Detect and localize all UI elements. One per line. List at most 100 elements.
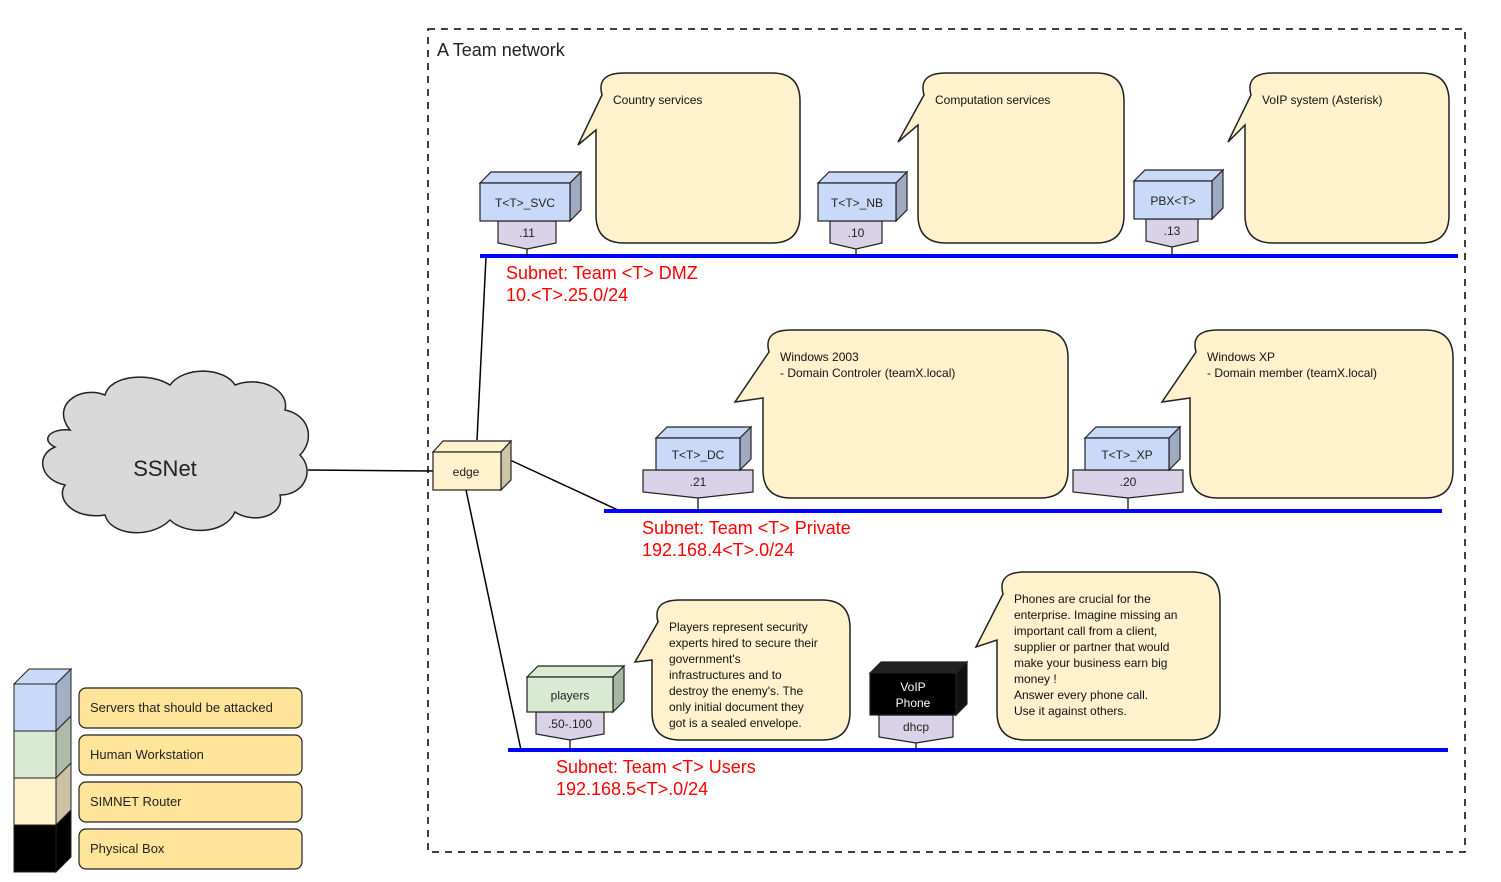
callout-text: money ! bbox=[1014, 672, 1057, 686]
legend-item: SIMNET Router bbox=[13, 761, 303, 827]
legend-label-box bbox=[78, 687, 303, 729]
ssnet-cloud[interactable]: SSNet bbox=[41, 370, 310, 534]
callout-text: destroy the enemy's. The bbox=[669, 684, 803, 698]
host-box-front bbox=[1084, 437, 1170, 471]
subnet-private-name: Subnet: Team <T> Private bbox=[642, 518, 851, 538]
callout: Players represent security experts hired … bbox=[633, 599, 851, 741]
cloud-icon bbox=[41, 370, 310, 534]
host-node[interactable]: .21 T<T>_DC bbox=[642, 425, 754, 511]
callout-text: Players represent security bbox=[669, 620, 808, 634]
callout-text: Computation services bbox=[935, 93, 1050, 107]
subnet-dmz-cidr: 10.<T>.25.0/24 bbox=[506, 285, 628, 305]
callout-text: Use it against others. bbox=[1014, 704, 1127, 718]
host-ip: .21 bbox=[690, 475, 707, 489]
callout-text: supplier or partner that would bbox=[1014, 640, 1169, 654]
host-box-front bbox=[1133, 180, 1213, 220]
callout-bubble bbox=[974, 571, 1221, 741]
host-box-top bbox=[816, 171, 909, 184]
host-box-top bbox=[654, 426, 753, 439]
callout-text: enterprise. Imagine missing an bbox=[1014, 608, 1177, 622]
legend-label: Physical Box bbox=[90, 841, 165, 856]
host-box-top bbox=[478, 171, 583, 184]
legend-label: Servers that should be attacked bbox=[90, 700, 273, 715]
callout-text: Country services bbox=[613, 93, 702, 107]
callout-bubble bbox=[1227, 72, 1450, 244]
callout-text: - Domain member (teamX.local) bbox=[1207, 366, 1377, 380]
router-top bbox=[431, 440, 513, 453]
host-name: Phone bbox=[896, 696, 931, 710]
host-box-front bbox=[869, 672, 957, 716]
legend-label-box bbox=[78, 781, 303, 823]
host-ip: .11 bbox=[519, 226, 535, 240]
host-box-front bbox=[479, 182, 571, 222]
host-ip: .20 bbox=[1120, 475, 1137, 489]
host-ip: dhcp bbox=[903, 720, 929, 734]
host-name: PBX<T> bbox=[1150, 194, 1195, 208]
link-edge-users bbox=[465, 489, 522, 751]
callout-text: government's bbox=[669, 652, 741, 666]
host-box-top bbox=[1083, 426, 1182, 439]
host-box-top bbox=[1132, 169, 1225, 182]
callout-text: got is a sealed envelope. bbox=[669, 716, 802, 730]
host-box-front bbox=[817, 182, 897, 222]
host-node[interactable]: .50-.100 players bbox=[525, 664, 626, 750]
callout-text: Answer every phone call. bbox=[1014, 688, 1148, 702]
callout-text: - Domain Controler (teamX.local) bbox=[780, 366, 955, 380]
host-node[interactable]: .13 PBX<T> bbox=[1132, 168, 1225, 256]
host-ip: .10 bbox=[848, 226, 865, 240]
subnet-users-cidr: 192.168.5<T>.0/24 bbox=[556, 779, 708, 799]
team-network-title: A Team network bbox=[437, 40, 566, 60]
link-cloud-edge bbox=[307, 469, 434, 472]
host-node[interactable]: .10T<T>_NB bbox=[816, 170, 909, 256]
host-box-top bbox=[868, 661, 969, 674]
legend-label: SIMNET Router bbox=[90, 794, 182, 809]
host-box-front bbox=[526, 676, 614, 713]
callout-text: important call from a client, bbox=[1014, 624, 1157, 638]
callout-text: VoIP system (Asterisk) bbox=[1262, 93, 1382, 107]
subnet-users-name: Subnet: Team <T> Users bbox=[556, 757, 756, 777]
subnet-private-cidr: 192.168.4<T>.0/24 bbox=[642, 540, 794, 560]
link-edge-private bbox=[509, 459, 621, 512]
callout-text: only initial document they bbox=[669, 700, 804, 714]
legend-label: Human Workstation bbox=[90, 747, 204, 762]
host-node[interactable]: .11T<T>_SVC bbox=[478, 170, 583, 256]
host-name: players bbox=[551, 689, 590, 703]
callout-bubble bbox=[633, 599, 851, 741]
legend-item: Servers that should be attacked bbox=[12, 667, 303, 733]
callout-text: experts hired to secure their bbox=[669, 636, 818, 650]
callout: Phones are crucial for the enterprise. Im… bbox=[974, 571, 1221, 741]
legend-swatch bbox=[13, 777, 57, 826]
callout-bubble bbox=[733, 329, 1069, 499]
host-name: T<T>_DC bbox=[672, 448, 725, 462]
callout: Windows 2003 - Domain Controler (teamX.lo… bbox=[733, 329, 1069, 499]
callout-bubble bbox=[1160, 329, 1454, 499]
callout-bubble bbox=[577, 72, 801, 244]
legend-swatch bbox=[13, 824, 57, 873]
host-node[interactable]: .20 T<T>_XP bbox=[1072, 425, 1184, 511]
edge-router[interactable]: edge bbox=[431, 439, 513, 492]
host-box-top bbox=[525, 665, 626, 678]
host-name: T<T>_XP bbox=[1101, 448, 1152, 462]
legend-label-box bbox=[78, 734, 303, 776]
host-ip: .13 bbox=[1164, 224, 1181, 238]
hosts-layer: .11T<T>_SVC .10T<T>_NB .13 PBX<T> .21 T<T>_DC… bbox=[478, 168, 1225, 750]
host-name: VoIP bbox=[900, 680, 925, 694]
callout: Country services bbox=[577, 72, 801, 244]
link-edge-dmz bbox=[476, 256, 487, 441]
callout-text: Phones are crucial for the bbox=[1014, 592, 1151, 606]
legend-item: Human Workstation bbox=[13, 714, 303, 780]
host-node[interactable]: dhcp VoIP Phone bbox=[868, 660, 969, 750]
callout-text: Windows XP bbox=[1207, 350, 1275, 364]
legend-swatch-top bbox=[12, 668, 73, 685]
callout-text: Windows 2003 bbox=[780, 350, 859, 364]
subnet-dmz-name: Subnet: Team <T> DMZ bbox=[506, 263, 698, 283]
team-network-boundary bbox=[427, 28, 1466, 853]
callout: Windows XP - Domain member (teamX.local) bbox=[1160, 329, 1454, 499]
router-label: edge bbox=[453, 465, 480, 479]
legend-swatch bbox=[13, 730, 57, 779]
host-ip: .50-.100 bbox=[548, 717, 592, 731]
callout-text: infrastructures and to bbox=[669, 668, 782, 682]
legend-item: Physical Box bbox=[13, 808, 303, 874]
